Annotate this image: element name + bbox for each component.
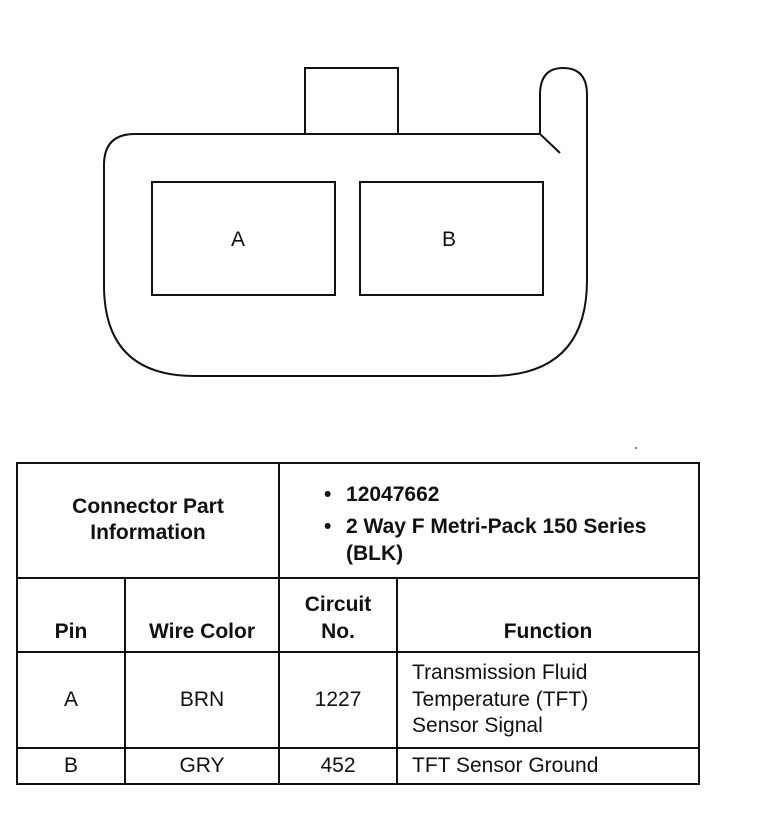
table-header-row: Pin Wire Color Circuit No. Function: [16, 576, 701, 653]
part-info-row: Connector Part Information • 12047662 • …: [15, 462, 701, 579]
print-speck: [635, 447, 637, 449]
circuit-no-cell: 452: [278, 746, 399, 785]
circuit-no-cell: 1227: [278, 650, 399, 749]
connector-ear-line: [539, 133, 561, 154]
function-cell: TFT Sensor Ground: [396, 746, 701, 785]
connector-series-item: • 2 Way F Metri-Pack 150 Series (BLK): [324, 514, 698, 567]
cavity-b: [359, 181, 544, 296]
header-wire-color: Wire Color: [123, 576, 281, 653]
connector-body-outline: [103, 66, 588, 377]
pin-cell: A: [16, 650, 126, 749]
cavity-a: [151, 181, 336, 296]
connector-series-text: 2 Way F Metri-Pack 150 Series (BLK): [346, 515, 647, 565]
header-function: Function: [396, 576, 701, 653]
bullet-mark: •: [324, 515, 332, 539]
function-text: Transmission Fluid Temperature (TFT) Sen…: [412, 661, 589, 737]
wire-color-cell: GRY: [123, 746, 281, 785]
header-circuit-no: Circuit No.: [278, 576, 399, 653]
table-row: B GRY 452 TFT Sensor Ground: [16, 746, 701, 785]
cavity-a-label: A: [231, 228, 245, 251]
header-pin: Pin: [16, 576, 126, 653]
part-info-value: • 12047662 • 2 Way F Metri-Pack 150 Seri…: [278, 462, 701, 579]
function-cell: Transmission Fluid Temperature (TFT) Sen…: [396, 650, 701, 749]
wire-color-cell: BRN: [123, 650, 281, 749]
part-number-text: 12047662: [346, 483, 440, 506]
header-circuit-no-text: Circuit No.: [304, 593, 372, 643]
table-row: A BRN 1227 Transmission Fluid Temperatur…: [16, 650, 701, 749]
connector-face-diagram: A B: [103, 66, 637, 449]
part-number-item: • 12047662: [324, 482, 698, 508]
bullet-mark: •: [324, 483, 332, 506]
part-info-label: Connector Part Information: [15, 462, 281, 579]
pin-cell: B: [16, 746, 126, 785]
cavity-b-label: B: [442, 228, 456, 251]
connector-info-table: Connector Part Information • 12047662 • …: [15, 462, 701, 785]
connector-lock-tab: [304, 67, 399, 135]
